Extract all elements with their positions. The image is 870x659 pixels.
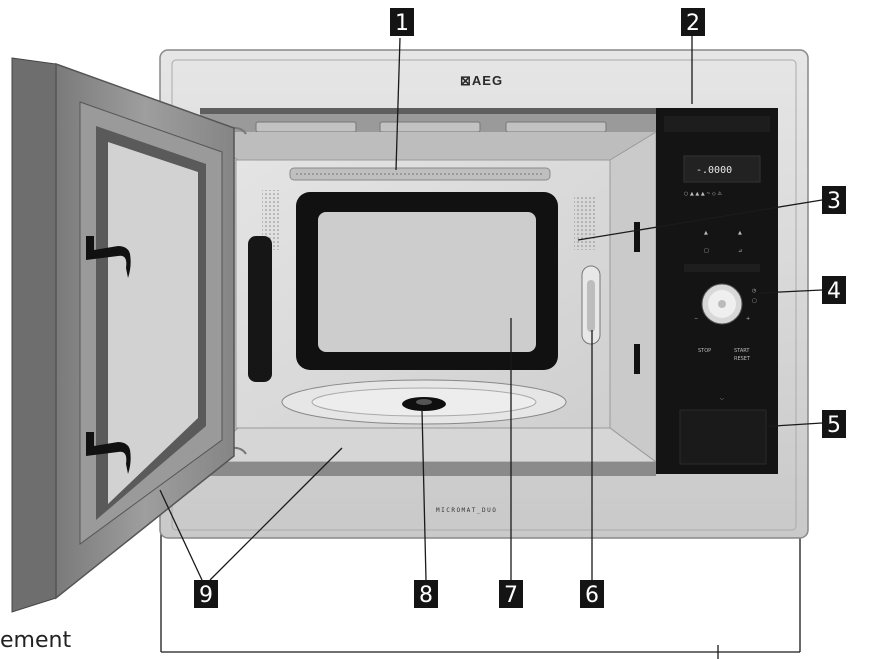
base-outline xyxy=(160,532,801,659)
reset-button-label[interactable]: RESET xyxy=(734,356,751,362)
svg-text:3: 3 xyxy=(827,189,841,214)
callout-9: 9 xyxy=(194,580,218,608)
defrost-icon[interactable]: ▲ xyxy=(704,230,708,236)
start-button-label[interactable]: START xyxy=(734,348,750,354)
callout-7: 7 xyxy=(499,580,523,608)
leader-lines xyxy=(159,36,823,581)
left-side-vent xyxy=(262,190,280,250)
clock-icon: ◷ xyxy=(752,288,757,294)
control-panel: -.0000 ○ ▲ ▲ ▲ ~ ◇ ⚠ ▲ ▲ □ ⊿ − + ◷ ▢ STO… xyxy=(656,108,778,474)
svg-text:1: 1 xyxy=(395,11,409,36)
latch-slot-lower xyxy=(634,344,640,374)
callout-4: 4 xyxy=(822,276,846,304)
open-door xyxy=(11,57,235,613)
power-icon[interactable]: ⊿ xyxy=(738,248,742,254)
display-readout: -.0000 xyxy=(696,165,732,176)
model-text: MICROMAT_DUO xyxy=(436,507,497,514)
svg-text:2: 2 xyxy=(686,11,700,36)
door-hook-lower xyxy=(86,432,131,474)
brand-logo: ⊠AEG xyxy=(460,73,503,88)
callout-5: 5 xyxy=(822,410,846,438)
callout-8: 8 xyxy=(414,580,438,608)
callout-3: 3 xyxy=(822,186,846,214)
door-release-icon: ⌵ xyxy=(720,396,724,402)
svg-text:−: − xyxy=(694,316,698,322)
callout-6: 6 xyxy=(580,580,604,608)
svg-text:5: 5 xyxy=(827,413,841,438)
callout-2: 2 xyxy=(681,8,705,36)
function-buttons[interactable]: ▲ ▲ □ ⊿ xyxy=(684,230,760,272)
callout-1: 1 xyxy=(390,8,414,36)
grill-icon[interactable]: ▲ xyxy=(738,230,742,236)
rotary-knob[interactable]: − + ◷ ▢ xyxy=(694,283,757,325)
right-side-vent xyxy=(574,196,596,250)
stop-button-label[interactable]: STOP xyxy=(698,348,711,354)
svg-text:7: 7 xyxy=(504,583,518,608)
svg-text:4: 4 xyxy=(827,279,841,304)
combi-icon[interactable]: □ xyxy=(704,248,709,254)
left-wall-slot xyxy=(248,236,272,382)
grill-element xyxy=(289,167,551,181)
lock-icon: ▢ xyxy=(752,298,757,304)
door-release-button[interactable] xyxy=(679,409,767,465)
svg-text:9: 9 xyxy=(199,583,213,608)
door-hook-upper xyxy=(86,236,131,278)
back-wall-window xyxy=(296,192,558,370)
turntable xyxy=(281,379,567,425)
svg-text:6: 6 xyxy=(585,583,599,608)
caption-fragment: ement xyxy=(0,628,72,653)
display-indicators: ○ ▲ ▲ ▲ ~ ◇ ⚠ xyxy=(684,191,722,197)
side-light-cover xyxy=(581,265,601,345)
bottom-strip xyxy=(200,462,656,476)
svg-text:+: + xyxy=(746,316,750,322)
latch-slot-upper xyxy=(634,222,640,252)
top-vent-strip xyxy=(200,108,656,133)
svg-text:8: 8 xyxy=(419,583,433,608)
